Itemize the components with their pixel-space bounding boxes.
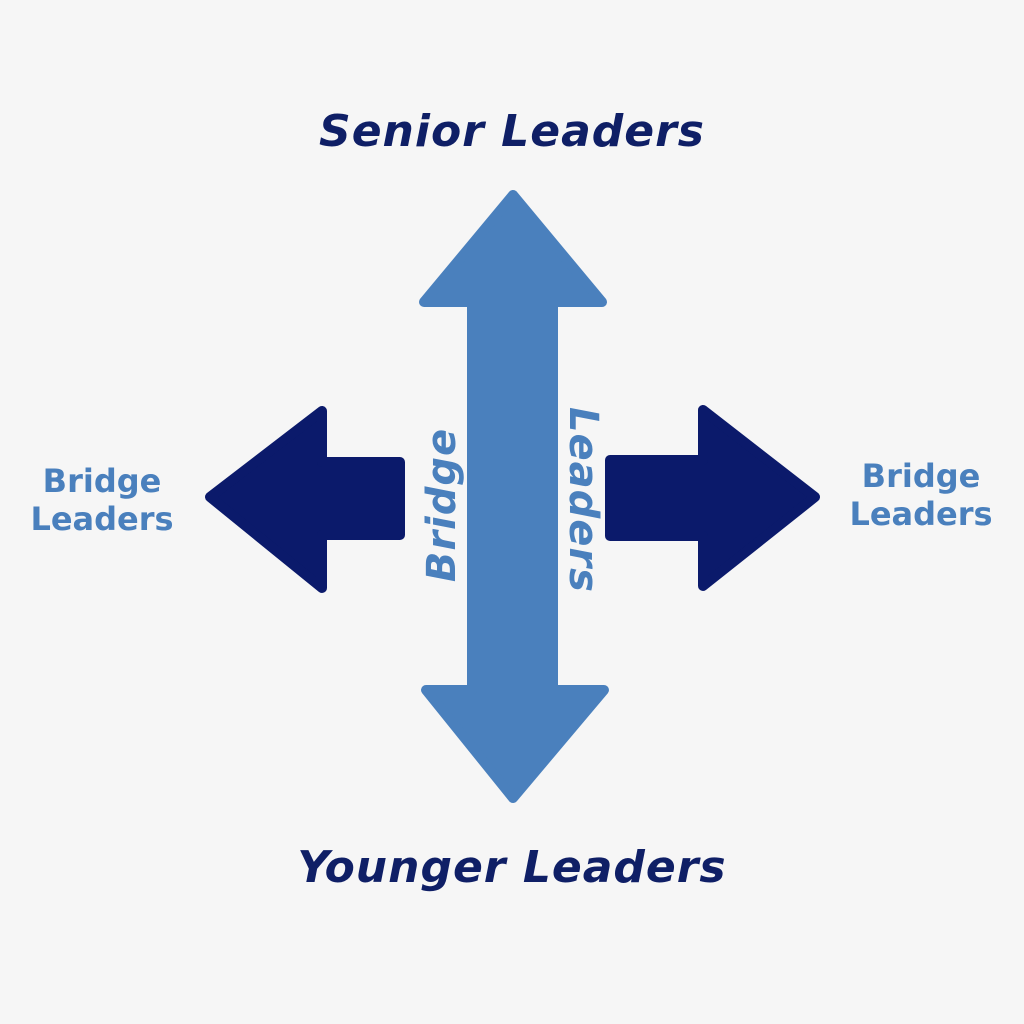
right-arrow xyxy=(605,405,820,591)
right-bridge-leaders-label: Bridge Leaders xyxy=(811,457,1024,533)
left-label-line1: Bridge xyxy=(42,462,162,500)
left-bridge-leaders-label: Bridge Leaders xyxy=(0,462,212,538)
senior-leaders-label: Senior Leaders xyxy=(319,106,705,157)
right-label-line2: Leaders xyxy=(849,495,993,533)
vertical-double-arrow xyxy=(419,190,609,803)
right-label-line1: Bridge xyxy=(861,457,981,495)
arrow-bridge-text: Bridge xyxy=(419,427,465,583)
left-arrow xyxy=(205,406,405,593)
left-label-line2: Leaders xyxy=(30,500,174,538)
arrow-leaders-text: Leaders xyxy=(560,407,606,593)
younger-leaders-label: Younger Leaders xyxy=(297,842,727,893)
